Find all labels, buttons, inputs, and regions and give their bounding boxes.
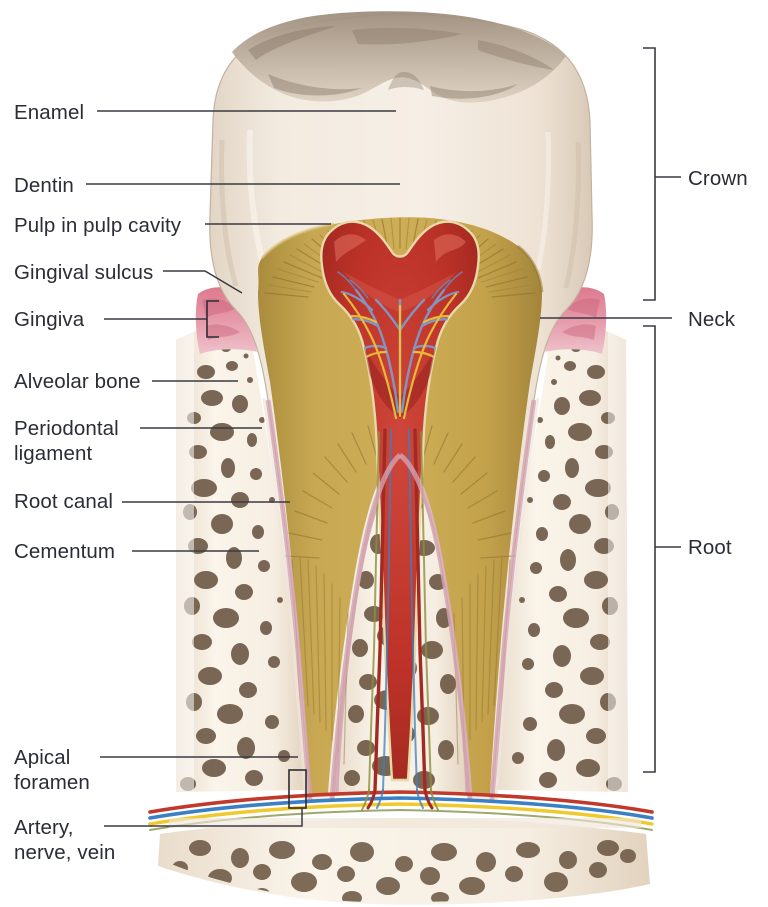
alveolar-bone-left	[176, 318, 306, 792]
label-apical-foramen: Apical foramen	[14, 746, 90, 794]
label-dentin: Dentin	[14, 174, 74, 197]
alveolar-bone-right	[496, 318, 628, 792]
label-gingiva: Gingiva	[14, 308, 85, 331]
label-gingival-sulcus: Gingival sulcus	[14, 261, 154, 284]
basal-bone	[158, 818, 650, 905]
artery-nerve-vein-leader	[104, 808, 303, 827]
crown-bracket	[643, 47, 681, 301]
gingival-sulcus-leader	[163, 270, 243, 294]
leader-lines	[86, 110, 672, 827]
label-enamel: Enamel	[14, 101, 85, 124]
periodontal-ligament-and-cementum	[262, 397, 540, 801]
root-bracket	[643, 325, 681, 773]
label-root-canal: Root canal	[14, 490, 114, 513]
label-alveolar-bone: Alveolar bone	[14, 370, 141, 393]
gingiva-bracket	[206, 300, 219, 338]
label-artery-nerve-vein: Artery, nerve, vein	[14, 816, 116, 864]
label-periodontal-ligament: Periodontal ligament	[14, 417, 119, 465]
label-root: Root	[688, 536, 732, 559]
label-crown: Crown	[688, 167, 748, 190]
label-neck: Neck	[688, 308, 736, 331]
label-cementum: Cementum	[14, 540, 116, 563]
apical-foramen-box	[288, 769, 307, 809]
label-pulp-in-pulp-cavity: Pulp in pulp cavity	[14, 214, 182, 237]
